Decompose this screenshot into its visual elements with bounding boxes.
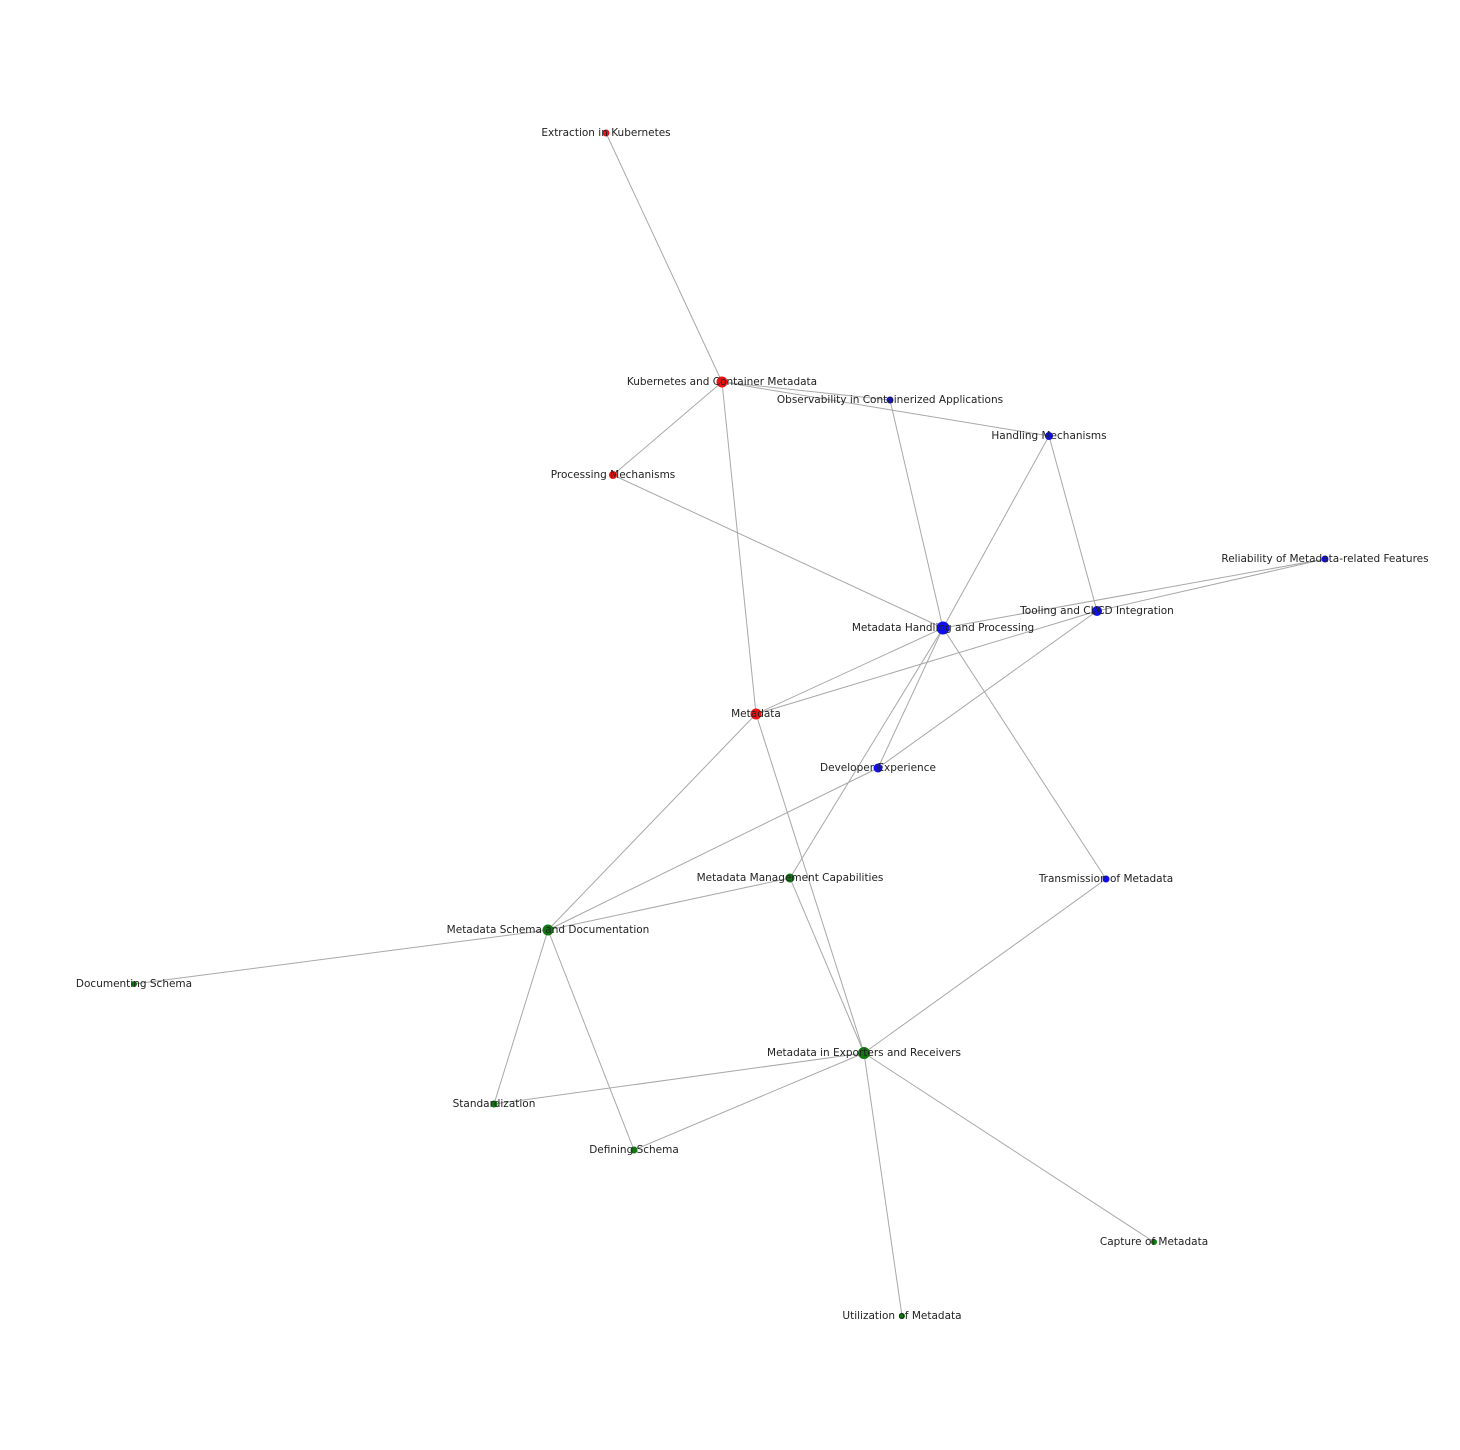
node-documenting — [131, 981, 137, 987]
node-handling — [1045, 432, 1053, 440]
edge-tooling-devexp — [877, 610, 1098, 769]
node-label-tooling: Tooling and CI/CD Integration — [1019, 605, 1174, 617]
node-label-documenting: Documenting Schema — [76, 978, 192, 990]
node-utilization — [899, 1313, 905, 1319]
node-reliability — [1321, 555, 1329, 563]
node-label-transmission: Transmission of Metadata — [1038, 873, 1173, 885]
node-label-kubernetes: Kubernetes and Container Metadata — [627, 376, 817, 388]
nodes-layer — [131, 129, 1329, 1319]
edge-mhp-devexp — [877, 627, 944, 769]
edge-metadata-msd — [547, 713, 757, 931]
node-label-processing: Processing Mechanisms — [551, 469, 676, 481]
node-msd — [542, 924, 554, 936]
edge-mhp-transmission — [942, 627, 1107, 880]
edge-msd-defining — [547, 929, 635, 1151]
edge-kubernetes-metadata — [721, 381, 757, 715]
edge-kubernetes-handling — [721, 381, 1050, 437]
edge-handling-mhp — [942, 435, 1050, 629]
node-label-observability: Observability in Containerized Applicati… — [777, 394, 1003, 406]
node-observability — [886, 396, 894, 404]
node-label-utilization: Utilization of Metadata — [842, 1310, 961, 1322]
node-extraction — [602, 129, 610, 137]
edge-mmc-msd — [547, 877, 791, 931]
edge-mhp-reliability — [942, 558, 1326, 629]
edge-msd-standardization — [493, 929, 549, 1105]
edge-extraction-kubernetes — [605, 132, 723, 383]
node-label-handling: Handling Mechanisms — [991, 430, 1106, 442]
node-transmission — [1102, 875, 1110, 883]
node-label-mmc: Metadata Management Capabilities — [697, 872, 884, 884]
node-label-extraction: Extraction in Kubernetes — [541, 127, 670, 139]
node-label-devexp: Developer Experience — [820, 762, 936, 774]
edge-handling-tooling — [1048, 435, 1098, 612]
node-capture — [1151, 1239, 1157, 1245]
node-label-msd: Metadata Schema and Documentation — [447, 924, 650, 936]
edge-exporters-capture — [863, 1052, 1155, 1243]
edge-mhp-mmc — [789, 627, 944, 879]
edge-processing-mhp — [612, 474, 944, 629]
node-exporters — [858, 1047, 870, 1059]
edge-exporters-defining — [633, 1052, 865, 1151]
node-label-exporters: Metadata in Exporters and Receivers — [767, 1047, 961, 1059]
node-label-defining: Defining Schema — [589, 1144, 679, 1156]
edges-layer — [133, 132, 1326, 1317]
edge-devexp-msd — [547, 767, 879, 931]
node-kubernetes — [716, 376, 728, 388]
node-processing — [609, 471, 617, 479]
edge-exporters-standardization — [493, 1052, 865, 1105]
edge-mmc-exporters — [789, 877, 865, 1054]
node-mmc — [785, 873, 795, 883]
edge-observability-mhp — [889, 399, 944, 629]
node-label-mhp: Metadata Handling and Processing — [852, 622, 1034, 634]
edge-exporters-utilization — [863, 1052, 903, 1317]
node-devexp — [873, 763, 883, 773]
edge-kubernetes-processing — [612, 381, 723, 476]
node-label-reliability: Reliability of Metadata-related Features — [1221, 553, 1428, 565]
node-label-capture: Capture of Metadata — [1100, 1236, 1208, 1248]
edge-msd-documenting — [133, 929, 549, 985]
edge-kubernetes-observability — [721, 381, 891, 401]
node-label-metadata: Metadata — [731, 708, 781, 720]
edge-mhp-metadata — [755, 627, 944, 715]
node-tooling — [1092, 606, 1102, 616]
edge-tooling-reliability — [1096, 558, 1326, 612]
node-defining — [630, 1146, 638, 1154]
node-label-standardization: Standardization — [453, 1098, 536, 1110]
edge-metadata-exporters — [755, 713, 865, 1054]
edge-transmission-exporters — [863, 878, 1107, 1054]
node-standardization — [490, 1100, 498, 1108]
node-mhp — [936, 621, 950, 635]
node-metadata — [750, 708, 762, 720]
